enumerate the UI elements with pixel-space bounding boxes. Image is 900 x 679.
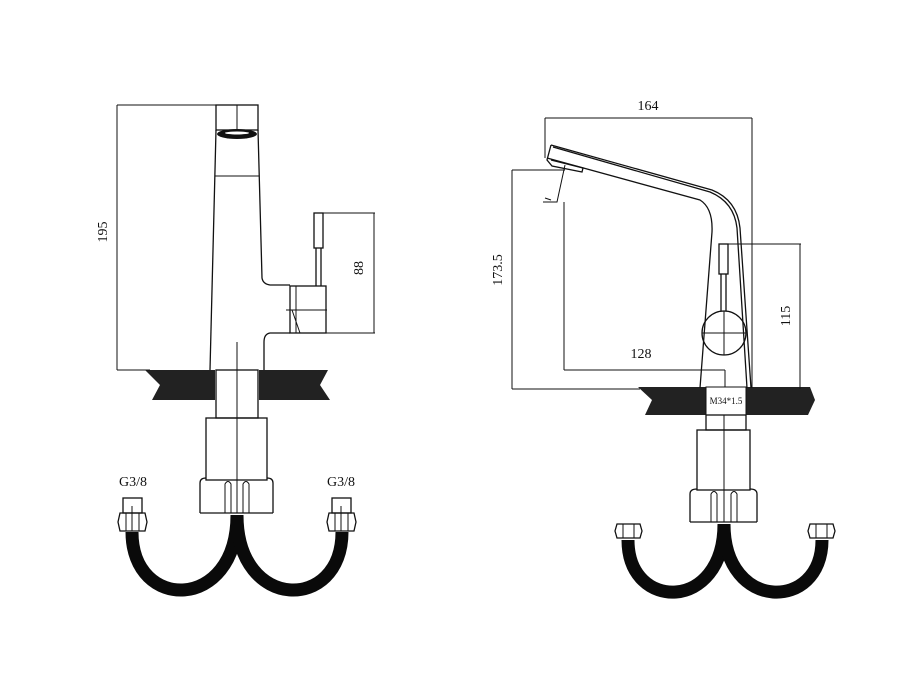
front-right-fitting [326,497,357,532]
dimension-195: 195 [96,104,258,371]
dimension-115: 115 [728,243,801,389]
dimension-173-5: 173.5 [491,169,640,390]
side-hoses [621,523,829,599]
dimension-88: 88 [323,212,375,334]
right-connector-label: G3/8 [327,475,355,490]
dimension-195-label: 195 [96,222,111,243]
side-view: M34*1.5 164 173.5 128 [491,99,836,599]
dimension-164: 164 [544,99,753,388]
dimension-88-label: 88 [352,261,367,275]
front-countertop [145,370,330,400]
dimension-128-label: 128 [631,347,652,362]
front-view: 195 88 G3/8 G3/8 [96,104,375,597]
side-left-fitting [614,523,643,539]
dimension-173-5-label: 173.5 [491,254,506,286]
side-faucet-body [543,144,758,523]
front-left-fitting [117,497,148,532]
front-faucet-body [199,104,327,514]
dimension-115-label: 115 [779,306,794,326]
dimension-164-label: 164 [638,99,659,114]
dimension-128: 128 [563,202,726,387]
thread-label: M34*1.5 [710,396,743,406]
side-right-fitting [807,523,836,539]
left-connector-label: G3/8 [119,475,147,490]
front-hoses [125,514,349,597]
side-countertop: M34*1.5 [638,386,815,416]
